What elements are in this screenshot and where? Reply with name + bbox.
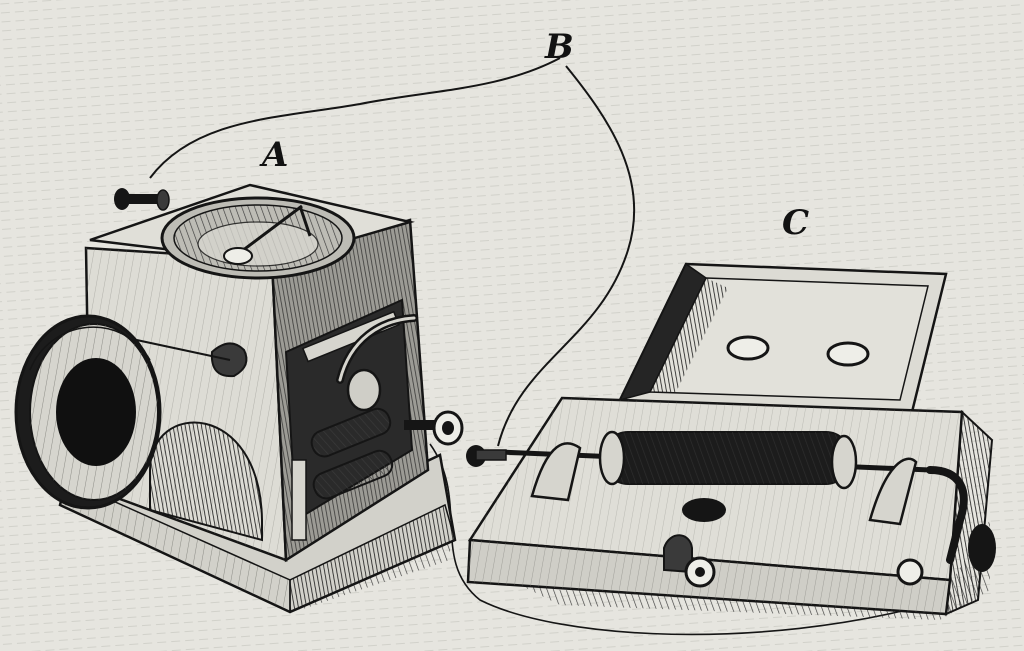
wire-coil	[598, 430, 858, 490]
side-rollers	[291, 407, 394, 541]
dial-hub	[223, 247, 253, 265]
device-a	[58, 183, 464, 614]
board-hole	[682, 498, 726, 522]
dial-needle	[237, 204, 303, 256]
label-b: B	[545, 27, 574, 67]
wire-to-c	[497, 65, 636, 447]
coil-support-right	[868, 457, 918, 526]
label-a: A	[262, 135, 289, 175]
frame-hole-right	[826, 341, 870, 367]
device-c	[466, 262, 996, 616]
crank-handle-c	[896, 466, 996, 586]
frame-hole-left	[726, 335, 770, 361]
wire-to-a	[149, 57, 561, 179]
terminal-screw-c	[466, 445, 507, 467]
board-clip	[663, 534, 716, 588]
label-c: C	[782, 203, 810, 243]
terminal-screw-a	[114, 188, 170, 211]
pulley-wheel	[14, 314, 162, 510]
terminal-screw-a-side	[404, 410, 464, 446]
coil-support-left	[530, 442, 582, 502]
